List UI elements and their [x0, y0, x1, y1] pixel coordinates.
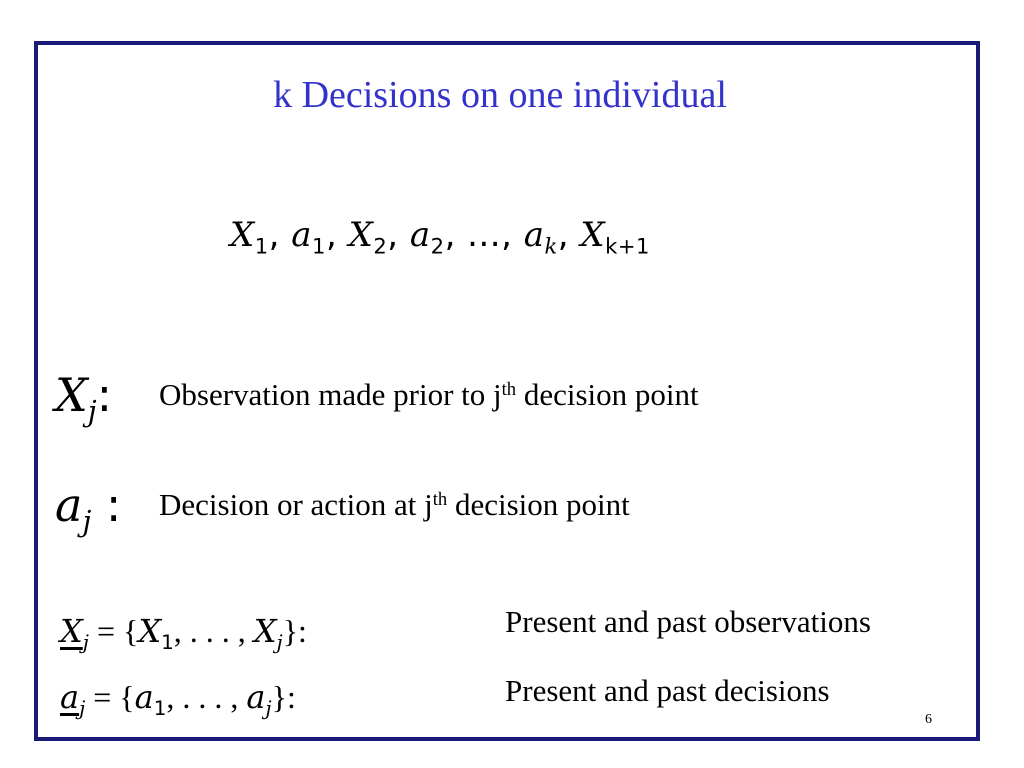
seq-a2: a2 [409, 215, 445, 259]
seq-a1: a1 [291, 215, 326, 259]
definition-observation-text: Observation made prior to jth decision p… [159, 377, 699, 412]
observation-history-label: Present and past observations [505, 604, 871, 639]
definition-action-text: Decision or action at jth decision point [159, 487, 630, 522]
seq-ak: ak [523, 215, 558, 259]
observation-history-formula: Xj = {X1, . . . , Xj}: [60, 612, 307, 654]
decision-history-formula: aj = {a1, . . . , aj}: [60, 678, 296, 720]
seq-x2: X2 [348, 215, 388, 259]
seq-x1: X1 [230, 215, 269, 259]
definition-action: aj : Decision or action at jth decision … [55, 478, 630, 538]
slide-border [34, 41, 980, 741]
decision-history-label: Present and past decisions [505, 673, 830, 708]
seq-xk1: Xk+1 [580, 215, 650, 259]
definition-observation: Xj: Observation made prior to jth decisi… [55, 368, 699, 428]
symbol-a-j: aj : [55, 478, 122, 538]
decision-sequence: X1, a1, X2, a2, ..., ak, Xk+1 [230, 215, 650, 259]
page-number: 6 [925, 712, 932, 727]
slide-title: k Decisions on one individual [273, 74, 727, 116]
symbol-x-j: Xj: [55, 368, 113, 428]
